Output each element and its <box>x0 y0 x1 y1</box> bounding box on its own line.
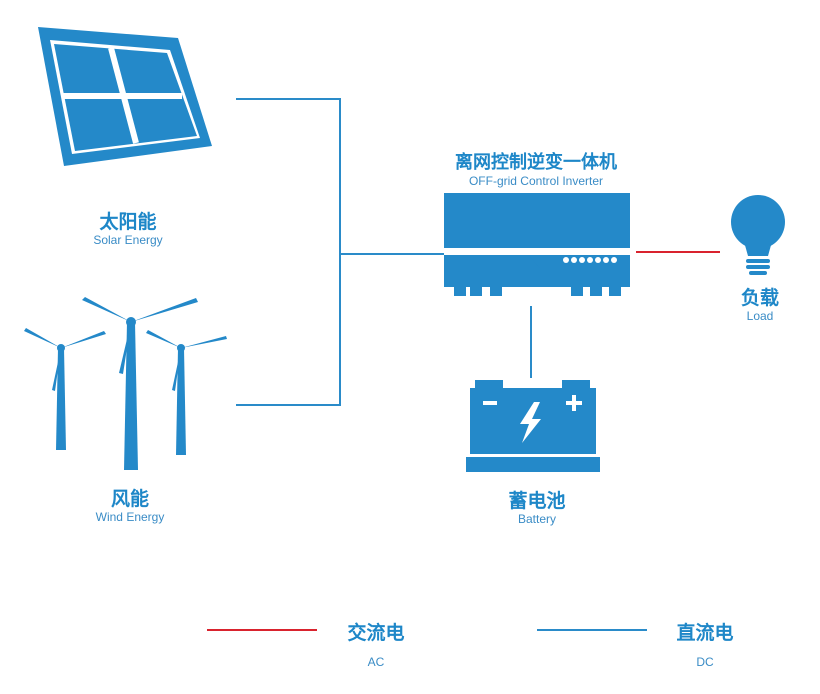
battery-title: 蓄电池 <box>508 490 566 512</box>
inverter-subtitle: OFF-grid Control Inverter <box>468 174 604 188</box>
legend-ac-title: 交流电 <box>347 622 405 644</box>
inverter-title: 离网控制逆变一体机 <box>455 152 617 173</box>
wind-title: 风能 <box>110 488 149 510</box>
load-subtitle: Load <box>746 309 774 323</box>
battery-subtitle: Battery <box>517 512 556 526</box>
legend-ac-subtitle: AC <box>367 655 385 669</box>
wind-turbines-icon <box>24 297 227 470</box>
light-bulb-icon <box>731 195 785 275</box>
legend-dc-title: 直流电 <box>676 622 734 644</box>
legend-ac: 交流电 AC <box>326 618 426 669</box>
battery-icon <box>466 380 600 472</box>
inverter-label: 离网控制逆变一体机 OFF-grid Control Inverter <box>436 152 636 188</box>
solar-label: 太阳能 Solar Energy <box>66 211 190 247</box>
wind-subtitle: Wind Energy <box>95 510 165 524</box>
inverter-icon <box>444 193 630 296</box>
legend-dc-subtitle: DC <box>696 655 714 669</box>
solar-title: 太阳能 <box>99 211 157 233</box>
solar-panel-icon <box>38 27 212 166</box>
legend-dc: 直流电 DC <box>655 618 755 669</box>
battery-label: 蓄电池 Battery <box>477 490 597 526</box>
load-title: 负载 <box>740 287 779 309</box>
solar-subtitle: Solar Energy <box>93 233 163 247</box>
load-label: 负载 Load <box>718 287 802 323</box>
wind-label: 风能 Wind Energy <box>68 488 192 524</box>
dc-connections <box>236 98 532 406</box>
